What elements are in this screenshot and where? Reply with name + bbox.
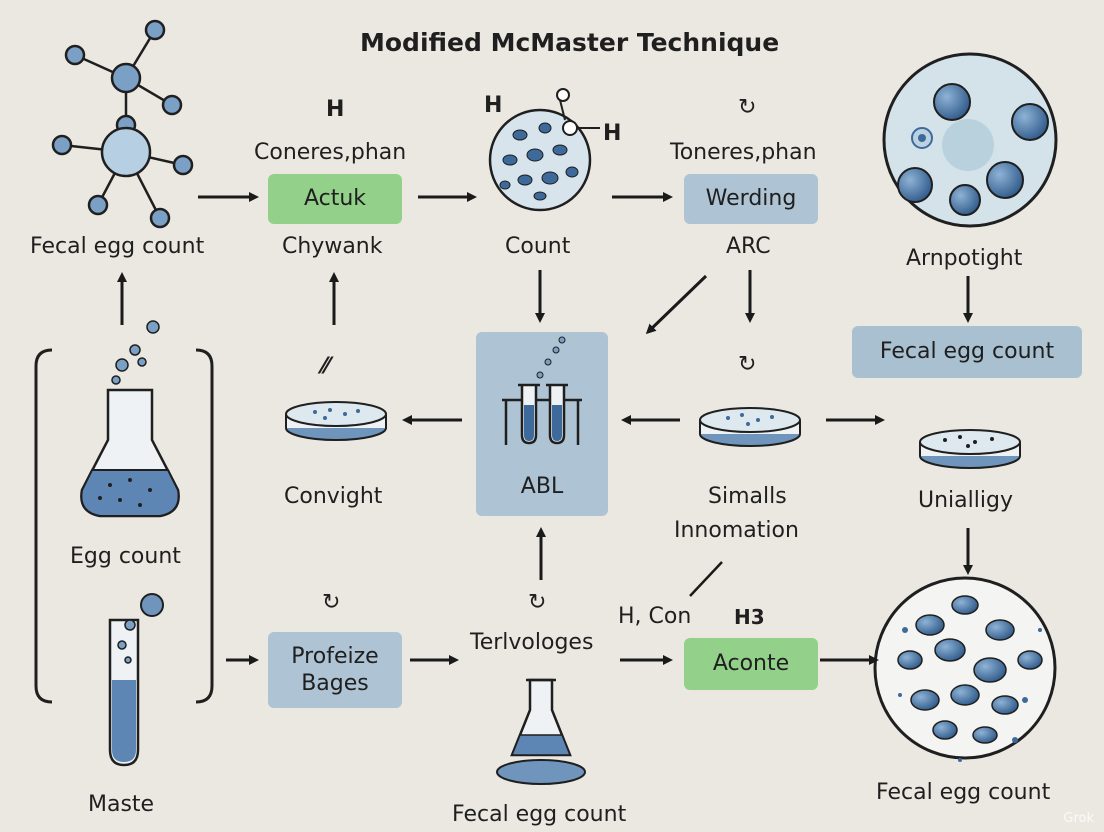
aconte-box: Aconte (684, 638, 818, 690)
rotate-symbol-left: ↻ (322, 590, 341, 615)
fecal-egg-count-bottom-label: Fecal egg count (452, 802, 627, 827)
egg-sample-circle-icon (488, 88, 600, 212)
werding-box: Werding (684, 174, 818, 224)
egg-field-circle-icon (873, 576, 1057, 762)
convight-label: Convight (284, 484, 383, 509)
terlvologes-label: Terlvologes (470, 630, 594, 655)
abl-label: ABL (520, 474, 564, 500)
rotate-symbol-mid: ↻ (738, 352, 757, 377)
actuk-box: Actuk (268, 174, 402, 224)
test-tube-icon (108, 593, 164, 767)
arc-label: ARC (726, 234, 771, 259)
fecal-egg-count-label: Fecal egg count (30, 234, 205, 259)
fecal-egg-count-box: Fecal egg count (852, 326, 1082, 378)
coneres-label: Coneres,phan (254, 140, 407, 165)
watermark: Grok (1063, 811, 1094, 826)
h-subscript-label: H (484, 93, 503, 118)
toneres-label: Toneres,phan (670, 140, 817, 165)
page-title: Modified McMaster Technique (360, 28, 780, 57)
fecal-egg-count-bottom-right-label: Fecal egg count (876, 780, 1051, 805)
left-bracket (34, 348, 53, 704)
abl-box (476, 332, 608, 516)
h-label: H (326, 97, 345, 122)
test-tube-rack-icon (502, 383, 582, 445)
h-right-label: H (603, 121, 622, 146)
profeize-box: Profeize Bages (268, 632, 402, 708)
petri-dish-icon (699, 407, 801, 447)
count-label: Count (505, 234, 571, 259)
innomation-label: Innomation (674, 518, 799, 543)
connector-line (689, 561, 723, 597)
profeize-line-1: Profeize (291, 643, 379, 669)
large-cell-circle-icon (882, 52, 1058, 228)
bubbles-icon (536, 336, 566, 379)
simalls-label: Simalls (708, 484, 787, 509)
profeize-line-2: Bages (301, 671, 369, 696)
egg-count-label: Egg count (70, 544, 181, 569)
h-con-label: H, Con (618, 604, 692, 629)
unialligy-label: Unialligy (918, 488, 1013, 513)
h3-label: H3 (734, 605, 765, 629)
rotate-symbol-center: ↻ (528, 590, 547, 615)
rotate-symbol-top: ↻ (738, 95, 757, 120)
ampotight-label: Arnpotight (906, 246, 1023, 271)
molecule-icon (51, 19, 194, 229)
flow-arrows (117, 192, 973, 665)
erlenmeyer-flask-icon (496, 678, 586, 785)
chywank-label: Chywank (282, 234, 383, 259)
maste-label: Maste (88, 792, 155, 817)
right-bracket (195, 348, 214, 704)
petri-dish-icon (285, 401, 387, 441)
petri-dish-icon (919, 429, 1021, 469)
slash-symbol: ⁄⁄ (322, 354, 330, 379)
flask-icon (80, 320, 180, 518)
